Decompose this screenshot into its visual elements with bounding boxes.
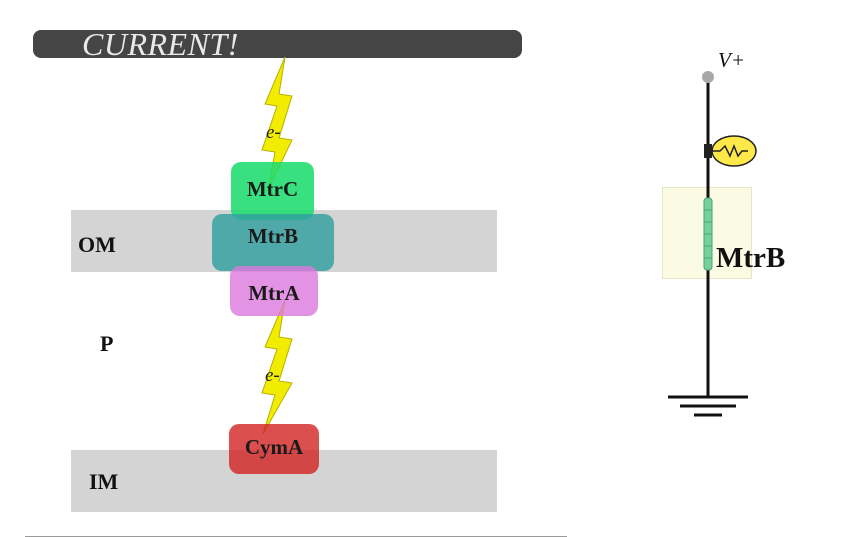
mtrc-protein: MtrC bbox=[231, 162, 314, 220]
resistor-label: MtrB bbox=[716, 242, 786, 274]
mtrb-label: MtrB bbox=[247, 224, 299, 248]
inner-membrane-label: IM bbox=[89, 469, 119, 494]
ground-icon bbox=[668, 395, 748, 417]
voltage-label: V+ bbox=[718, 48, 745, 72]
cyma-protein: CymA bbox=[229, 424, 319, 474]
light-bulb-icon bbox=[704, 135, 757, 167]
electron-label-bottom: e- bbox=[265, 365, 280, 386]
page-title: CURRENT! bbox=[82, 26, 239, 62]
circuit-diagram bbox=[668, 71, 757, 417]
electron-label-top: e- bbox=[266, 122, 281, 143]
mtrb-resistor bbox=[703, 197, 713, 271]
mtrc-label: MtrC bbox=[246, 176, 299, 201]
title-bar bbox=[33, 30, 522, 58]
periplasm-label: P bbox=[100, 331, 114, 356]
outer-membrane-label: OM bbox=[78, 232, 116, 257]
cyma-label: CymA bbox=[244, 434, 304, 459]
mtra-protein: MtrA bbox=[230, 266, 318, 316]
mtra-label: MtrA bbox=[248, 280, 300, 305]
voltage-terminal bbox=[702, 71, 714, 83]
mtrb-protein: MtrB bbox=[212, 214, 334, 271]
